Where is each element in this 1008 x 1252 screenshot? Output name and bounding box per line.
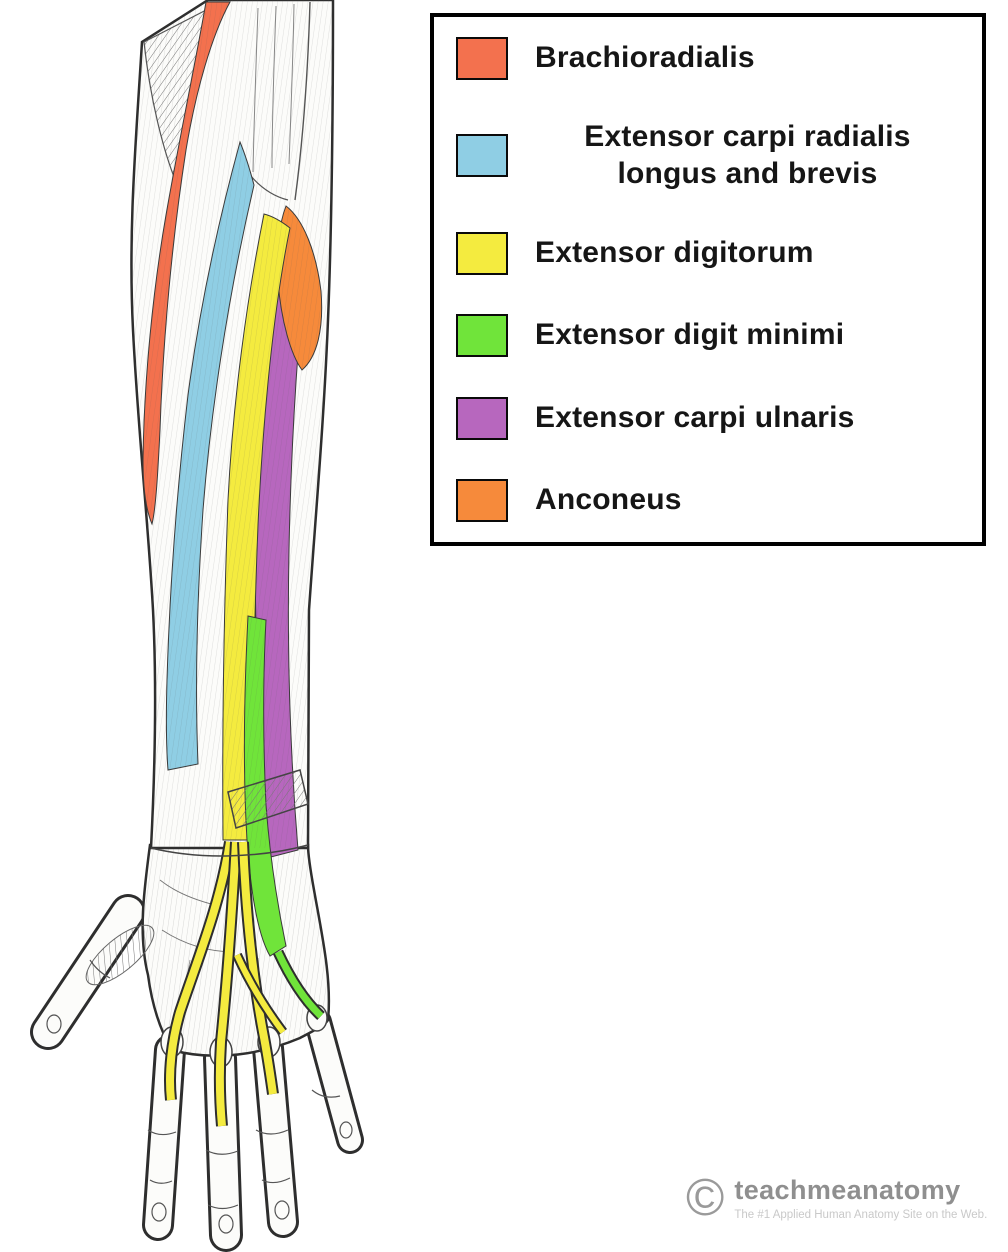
wrist-crease [150,844,309,857]
extensor-digit-minimi-swatch [456,314,508,358]
anconeus-swatch [456,478,508,522]
extensor-retinaculum [227,769,309,829]
legend-item-extensor-carpi-radialis: Extensor carpi radialis longus and brevi… [456,119,960,192]
copyright-icon: © [686,1169,725,1227]
digit-minimi-tendon [273,949,325,1021]
legend: Brachioradialis Extensor carpi radialis … [430,13,986,546]
arm-texture [131,0,333,848]
extensor-carpi-radialis-label: Extensor carpi radialis longus and brevi… [584,120,911,190]
extensor-carpi-ulnaris-swatch [456,396,508,440]
extensor-carpi-radialis-swatch [456,134,508,178]
legend-item-extensor-carpi-ulnaris: Extensor carpi ulnaris [456,396,960,440]
finger-details [46,959,353,1234]
legend-item-extensor-digitorum: Extensor digitorum [456,231,960,275]
anconeus-label: Anconeus [535,483,682,517]
forearm-illustration [30,0,364,1252]
extensor-digitorum-label: Extensor digitorum [535,236,814,270]
legend-item-anconeus: Anconeus [456,478,960,522]
extensor-digit-minimi-label: Extensor digit minimi [535,318,845,352]
watermark-tagline: The #1 Applied Human Anatomy Site on the… [734,1209,988,1221]
watermark-brand: teachmeanatomy [734,1175,961,1205]
extensor-carpi-ulnaris-label: Extensor carpi ulnaris [535,400,855,434]
brachioradialis-swatch [456,37,508,80]
brachioradialis-label: Brachioradialis [535,41,755,75]
extensor-digitorum-swatch [456,231,508,275]
legend-item-extensor-digit-minimi: Extensor digit minimi [456,314,960,358]
extensor-tendons [164,841,288,1127]
watermark: © teachmeanatomy The #1 Applied Human An… [686,1172,987,1224]
legend-item-brachioradialis: Brachioradialis [456,37,960,80]
